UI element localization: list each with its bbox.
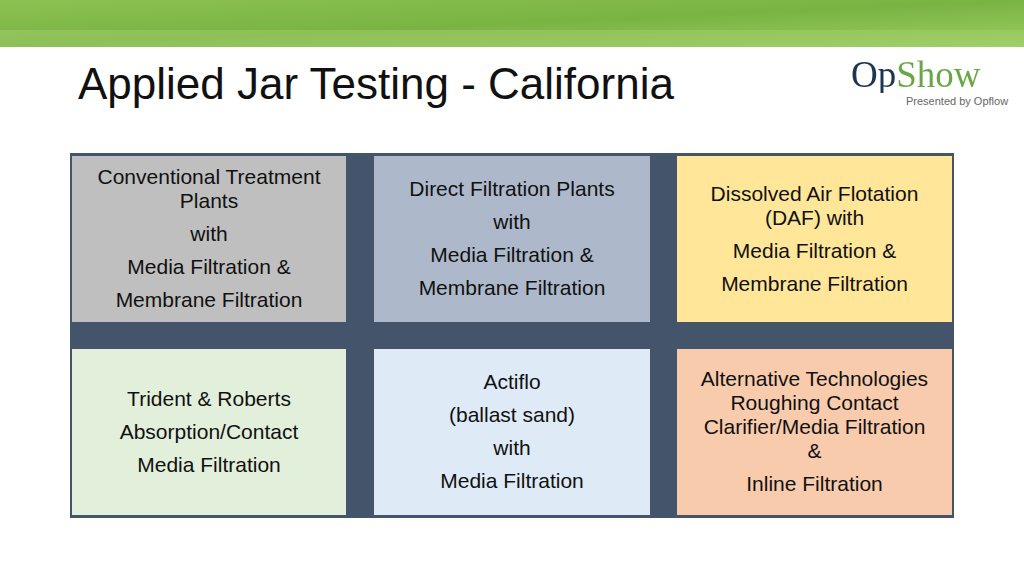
box-text: with: [394, 210, 629, 234]
box-text: (ballast sand): [394, 403, 629, 427]
category-box: Alternative Technologies Roughing Contac…: [677, 349, 952, 515]
grid-background: [70, 153, 954, 518]
logo-wordmark: OpShow: [851, 56, 981, 93]
box-text: Dissolved Air Flotation (DAF) with: [697, 182, 932, 230]
slide-title: Applied Jar Testing - California: [78, 62, 674, 106]
box-text: Media Filtration: [91, 453, 326, 477]
header-band-shade: [0, 30, 1024, 47]
category-box: Conventional Treatment Plants withMedia F…: [72, 156, 346, 322]
box-text: with: [91, 222, 326, 246]
box-text: with: [394, 436, 629, 460]
category-box: Actiflo (ballast sand) withMedia Filtratio…: [374, 349, 650, 515]
box-text: Inline Filtration: [697, 472, 932, 496]
box-text: Actiflo: [394, 370, 629, 394]
box-text: Media Filtration: [394, 469, 629, 493]
box-text: Membrane Filtration: [697, 272, 932, 296]
box-text: Media Filtration &: [394, 243, 629, 267]
box-text: Absorption/Contact: [91, 420, 326, 444]
box-text: Trident & Roberts: [91, 387, 326, 411]
logo-tagline: Presented by Opflow: [906, 95, 1008, 107]
box-text: Conventional Treatment Plants: [91, 165, 326, 213]
box-text: Media Filtration &: [91, 255, 326, 279]
box-text: Alternative Technologies Roughing Contac…: [697, 367, 932, 463]
box-text: Direct Filtration Plants: [394, 177, 629, 201]
box-text: Membrane Filtration: [394, 276, 629, 300]
category-box: Direct Filtration Plants withMedia Filtra…: [374, 156, 650, 322]
box-text: Media Filtration &: [697, 239, 932, 263]
category-box: Trident & RobertsAbsorption/ContactMedia…: [72, 349, 346, 515]
header-band: [0, 0, 1024, 47]
box-text: Membrane Filtration: [91, 288, 326, 312]
category-box: Dissolved Air Flotation (DAF) withMedia …: [677, 156, 952, 322]
